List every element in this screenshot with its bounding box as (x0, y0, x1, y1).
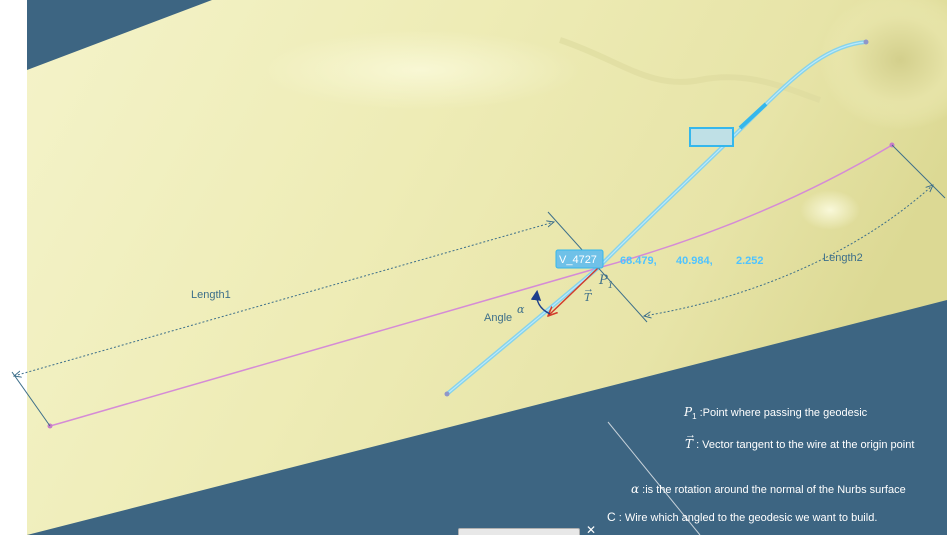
extension-line (891, 144, 946, 199)
bottom-panel-tab[interactable] (458, 528, 580, 535)
surface-bump (820, 0, 947, 130)
legend: P1 :Point where passing the geodesic → T… (607, 405, 914, 524)
tangent-symbol: T (584, 291, 593, 304)
wire-end-point[interactable] (863, 39, 869, 45)
surface-highlight (800, 190, 860, 230)
close-icon[interactable]: ✕ (586, 523, 597, 535)
point-name-tag[interactable] (555, 249, 604, 269)
length2-dimension-line[interactable] (644, 185, 933, 316)
wire-direction-arrow-icon (738, 102, 768, 130)
length2-label: Length2 (823, 252, 863, 264)
coord-y: 40.984, (676, 255, 713, 267)
construction-line (607, 421, 701, 535)
rotation-arrow-icon (530, 289, 551, 315)
legend-alpha: α :is the rotation around the normal of … (631, 482, 906, 496)
wire-handle-box[interactable] (689, 127, 734, 147)
coord-z: 2.252 (736, 255, 764, 267)
legend-c: C : Wire which angled to the geodesic we… (607, 510, 877, 524)
legend-t-arrow: → (685, 429, 696, 441)
point-name: V_4727 (559, 254, 597, 266)
surface-ridge (559, 37, 821, 103)
coord-x: 68.479, (620, 255, 657, 267)
length1-dimension-line[interactable] (14, 222, 554, 376)
tangent-vector-t (548, 267, 599, 316)
tangent-arrow-symbol: → (583, 283, 594, 295)
angle-label: Angle (484, 312, 512, 324)
alpha-symbol: α (517, 303, 525, 316)
legend-p1: P1 :Point where passing the geodesic (683, 405, 868, 421)
surface-highlight (260, 30, 580, 110)
white-margin (0, 0, 27, 535)
length1-label: Length1 (191, 289, 231, 301)
extension-line (11, 371, 51, 427)
p1-symbol: P1 (598, 273, 613, 291)
wire-end-point[interactable] (444, 391, 450, 397)
legend-t: T : Vector tangent to the wire at the or… (685, 437, 914, 451)
